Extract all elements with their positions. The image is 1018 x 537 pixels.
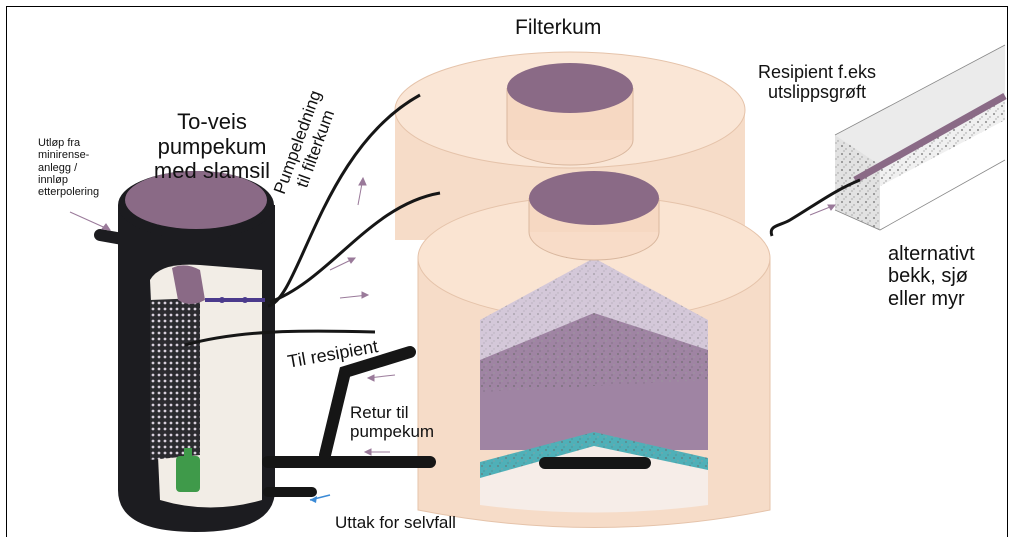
label-toveis-pumpekum: To-veis pumpekum med slamsil — [132, 110, 292, 184]
filter-tank-front — [418, 171, 770, 528]
label-resipient: Resipient f.eks utslippsgrøft — [758, 62, 876, 102]
filter-lid-front — [529, 171, 659, 225]
sludge-filter — [150, 298, 200, 460]
pump-tank — [100, 171, 275, 532]
label-filterkum: Filterkum — [515, 16, 601, 40]
label-utlop: Utløp fra minirense- anlegg / innløp ett… — [38, 137, 99, 199]
filter-lid-back — [507, 63, 633, 113]
label-retur: Retur til pumpekum — [350, 403, 434, 441]
label-alternativt: alternativt bekk, sjø eller myr — [888, 243, 975, 310]
pump-icon — [176, 456, 200, 492]
label-uttak: Uttak for selvfall — [335, 513, 456, 532]
